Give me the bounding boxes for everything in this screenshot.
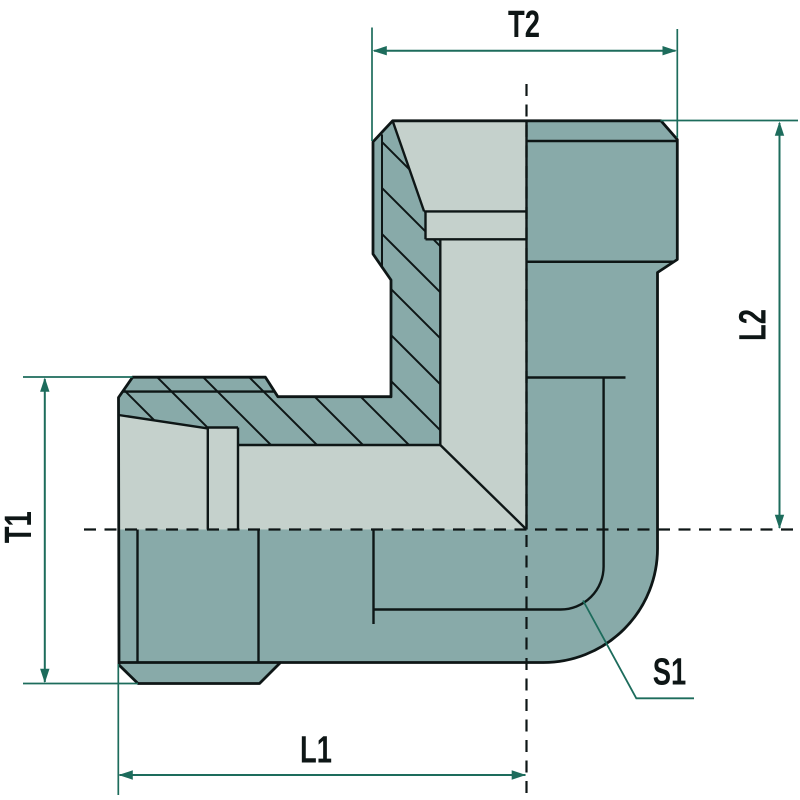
svg-text:T1: T1 bbox=[0, 511, 40, 543]
svg-text:T2: T2 bbox=[508, 4, 540, 46]
svg-text:S1: S1 bbox=[653, 651, 686, 693]
svg-text:L1: L1 bbox=[300, 729, 332, 771]
svg-text:L2: L2 bbox=[732, 309, 774, 341]
